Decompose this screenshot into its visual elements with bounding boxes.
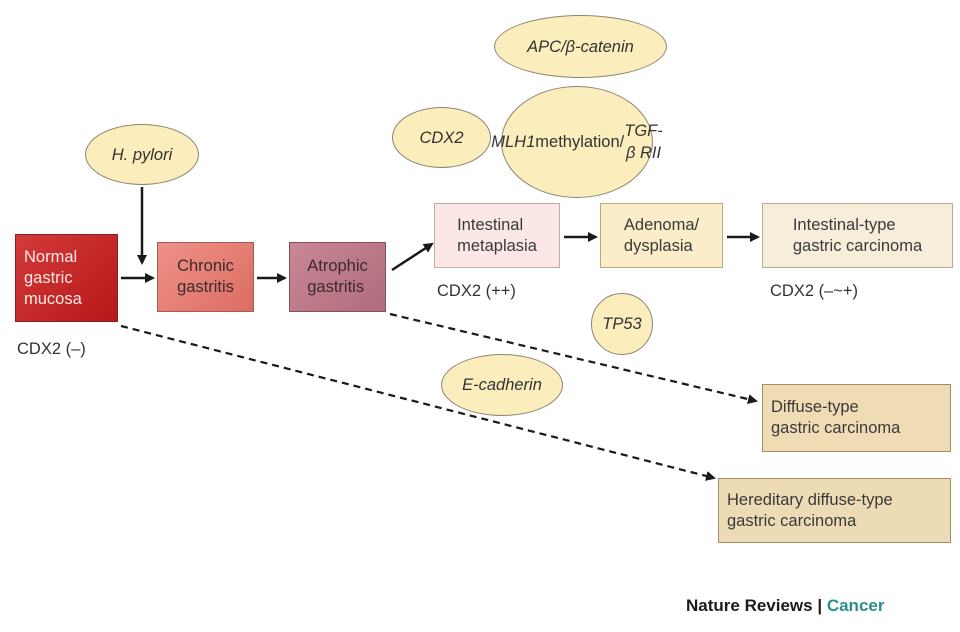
arrow-atrophic-to-intestinal (391, 242, 434, 272)
adenoma-dysplasia-box: Adenoma/ dysplasia (600, 203, 723, 268)
h-pylori-oval: H. pylori (85, 124, 199, 185)
cdx2-intestinal-carcinoma-label: CDX2 (–~+) (770, 282, 859, 300)
journal-section: Cancer (826, 596, 885, 615)
chronic-gastritis-box: Chronic gastritis (157, 242, 254, 312)
atrophic-gastritis-box: Atrophic gastritis (289, 242, 386, 312)
credit-separator: | (812, 596, 827, 615)
tp53-oval: TP53 (591, 293, 653, 355)
intestinal-metaplasia-box: Intestinal metaplasia (434, 203, 560, 268)
intestinal-type-carcinoma-box: Intestinal-type gastric carcinoma (762, 203, 953, 268)
e-cadherin-oval: E-cadherin (441, 354, 563, 416)
diffuse-type-carcinoma-box: Diffuse-type gastric carcinoma (762, 384, 951, 452)
tgf-beta-rii-label: TGF-β RII (624, 122, 663, 162)
arrow-normal-to-hereditary-dashed (120, 324, 716, 481)
apc-beta-catenin-oval: APC/β-catenin (494, 15, 667, 78)
arrow-atrophic-to-diffuse-dashed (389, 312, 758, 405)
cdx2-oval: CDX2 (392, 107, 491, 168)
cdx2-normal-label: CDX2 (–) (17, 340, 86, 358)
cdx2-intestinal-label: CDX2 (++) (437, 282, 516, 300)
mlh1-label: MLH1 (491, 133, 536, 151)
mlh1-tgf-oval: MLH1 methylation/ TGF-β RII (491, 86, 663, 198)
hereditary-diffuse-carcinoma-box: Hereditary diffuse-type gastric carcinom… (718, 478, 951, 543)
methylation-label: methylation/ (535, 133, 625, 151)
normal-gastric-mucosa-box: Normal gastric mucosa (15, 234, 118, 322)
journal-name: Nature Reviews (686, 596, 813, 615)
journal-credit: Nature Reviews | Cancer (686, 596, 884, 616)
